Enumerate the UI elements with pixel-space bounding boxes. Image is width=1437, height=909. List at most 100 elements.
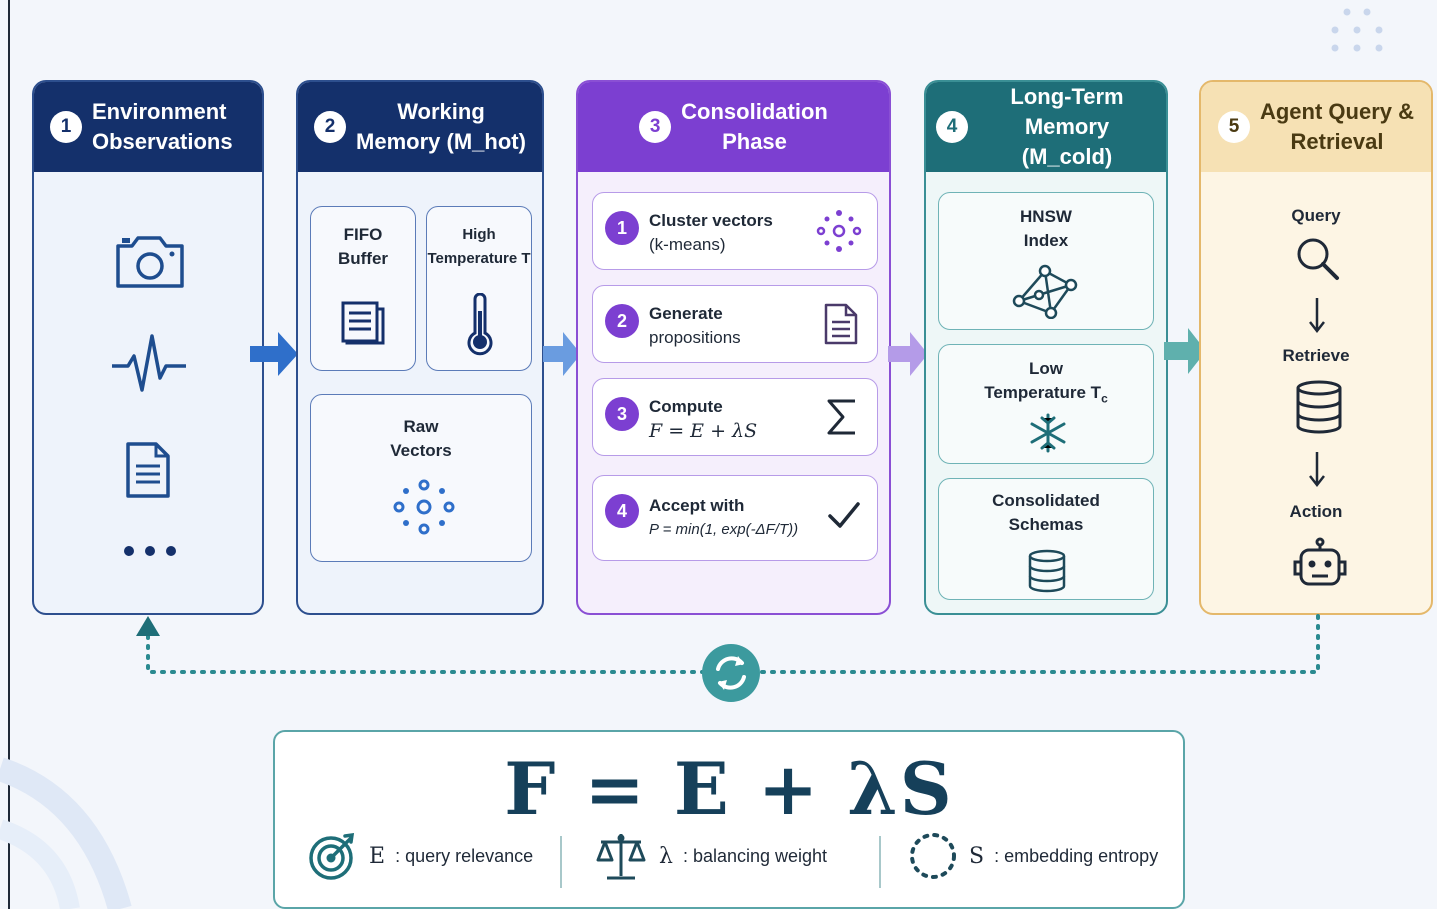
sigma-icon <box>827 399 855 435</box>
step-line-2: (k-means) <box>649 235 726 254</box>
temperature-subscript: c <box>1101 391 1108 406</box>
panel-header: 3 Consolidation Phase <box>578 82 889 172</box>
consolidated-schemas-label: Consolidated Schemas <box>992 491 1100 534</box>
fifo-buffer-label: FIFO Buffer <box>337 225 389 268</box>
low-temperature-box: Low Temperature Tc <box>938 344 1154 464</box>
cluster-dots-icon <box>816 210 862 252</box>
database-icon <box>1028 549 1066 593</box>
consolidation-phase-panel: 3 Consolidation Phase 1 Cluster vectors … <box>576 80 891 615</box>
step-number-badge: 3 <box>639 111 672 143</box>
step-line-1: Compute <box>649 397 723 416</box>
robot-icon <box>1293 537 1347 586</box>
thermometer-icon <box>467 293 493 356</box>
flow-arrow-2-3 <box>543 332 581 376</box>
legend-item-weight: λ : balancing weight <box>593 830 827 882</box>
fifo-buffer-box: FIFO Buffer <box>310 206 416 371</box>
panel-title: Agent Query & Retrieval <box>1259 99 1415 154</box>
list-document-icon <box>341 301 385 345</box>
document-icon <box>824 303 858 345</box>
flow-arrow-4-5 <box>1164 328 1206 374</box>
step-line-2: F = E + λS <box>649 420 758 442</box>
low-temperature-text: Temperature T <box>984 383 1102 402</box>
legend-text: : balancing weight <box>682 845 828 866</box>
step-line-2: P = min(1, exp(-ΔF/T)) <box>649 521 799 538</box>
flow-arrow-3-4 <box>888 332 928 376</box>
hnsw-index-label: HNSW Index <box>1020 207 1072 250</box>
hnsw-index-box: HNSW Index <box>938 192 1154 330</box>
scale-icon <box>596 834 646 880</box>
free-energy-formula-panel: F = E + λS E : query relevance λ : balan… <box>273 730 1185 909</box>
compute-free-energy-step: 3 Compute F = E + λS <box>592 378 878 456</box>
decorative-dots <box>1331 8 1383 52</box>
query-label: Query <box>1291 206 1341 225</box>
step-number-badge: 1 <box>50 111 82 143</box>
dotted-circle-icon <box>910 833 956 879</box>
panel-title: Working Memory (M_hot) <box>356 99 526 154</box>
step-number-badge: 2 <box>314 111 347 143</box>
low-temperature-line-2: Temperature Tc <box>939 381 1153 410</box>
step-label: Compute F = E + λS <box>649 395 757 443</box>
checkmark-icon <box>828 502 860 528</box>
step-line-1: Cluster vectors <box>649 211 773 230</box>
cluster-vectors-step: 1 Cluster vectors (k-means) <box>592 192 878 270</box>
step-number-circle: 4 <box>605 494 639 528</box>
decorative-wave <box>0 757 132 909</box>
working-memory-panel: 2 Working Memory (M_hot) FIFO Buffer Hig… <box>296 80 544 615</box>
camera-icon <box>116 236 184 288</box>
retrieve-label: Retrieve <box>1282 346 1350 365</box>
high-temperature-box: High Temperature T <box>426 206 532 371</box>
legend-text: : query relevance <box>395 845 534 866</box>
step-line-1: Accept with <box>649 496 745 515</box>
raw-vectors-label: Raw Vectors <box>390 417 452 460</box>
legend-symbol: λ <box>659 843 673 869</box>
pulse-icon <box>112 334 186 392</box>
document-icon <box>126 442 170 498</box>
legend-divider <box>560 836 562 888</box>
low-temperature-line-1: Low <box>1029 359 1063 378</box>
agent-query-retrieval-panel: 5 Agent Query & Retrieval Query Retrieve… <box>1199 80 1433 615</box>
step-label: Accept with P = min(1, exp(-ΔF/T)) <box>649 494 798 542</box>
panel-title: Environment Observations <box>92 99 233 154</box>
step-line-1: Generate <box>649 304 723 323</box>
step-line-2: propositions <box>649 328 741 347</box>
step-number-circle: 3 <box>605 397 639 431</box>
down-arrow-icon <box>1309 452 1325 488</box>
flow-arrow-1-2 <box>250 332 298 376</box>
legend-item-relevance: E : query relevance <box>307 830 533 882</box>
legend-divider <box>879 836 881 888</box>
legend-text: : embedding entropy <box>994 845 1159 866</box>
panel-header: 4 Long-Term Memory (M_cold) <box>926 82 1166 172</box>
more-icon <box>124 546 176 556</box>
formula-equation: F = E + λS <box>504 746 954 831</box>
legend-item-entropy: S : embedding entropy <box>907 830 1158 882</box>
step-number-circle: 2 <box>605 304 639 338</box>
generate-propositions-step: 2 Generate propositions <box>592 285 878 363</box>
legend-symbol: S <box>969 843 985 869</box>
accept-probability-step: 4 Accept with P = min(1, exp(-ΔF/T)) <box>592 475 878 561</box>
step-number-badge: 5 <box>1217 111 1250 143</box>
high-temperature-label: High Temperature T <box>427 226 531 267</box>
consolidated-schemas-box: Consolidated Schemas <box>938 478 1154 600</box>
refresh-cycle-icon[interactable] <box>700 642 762 704</box>
snowflake-icon <box>1030 413 1066 453</box>
action-label: Action <box>1289 502 1343 521</box>
step-label: Generate propositions <box>649 302 741 350</box>
long-term-memory-panel: 4 Long-Term Memory (M_cold) HNSW Index L… <box>924 80 1168 615</box>
search-icon <box>1297 238 1339 280</box>
step-number-circle: 1 <box>605 211 639 245</box>
legend-symbol: E <box>369 843 386 869</box>
left-edge-rule <box>8 0 10 909</box>
panel-title: Consolidation Phase <box>681 99 828 154</box>
step-label: Cluster vectors (k-means) <box>649 209 773 257</box>
down-arrow-icon <box>1309 298 1325 334</box>
environment-observations-panel: 1 Environment Observations <box>32 80 264 615</box>
vector-cluster-icon <box>393 479 455 535</box>
step-number-badge: 4 <box>936 111 968 143</box>
panel-header: 2 Working Memory (M_hot) <box>298 82 542 172</box>
panel-header: 5 Agent Query & Retrieval <box>1201 82 1431 172</box>
panel-title: Long-Term Memory (M_cold) <box>1010 84 1124 169</box>
database-icon <box>1296 380 1342 434</box>
graph-network-icon <box>1012 264 1078 319</box>
target-icon <box>309 832 355 880</box>
raw-vectors-box: Raw Vectors <box>310 394 532 562</box>
